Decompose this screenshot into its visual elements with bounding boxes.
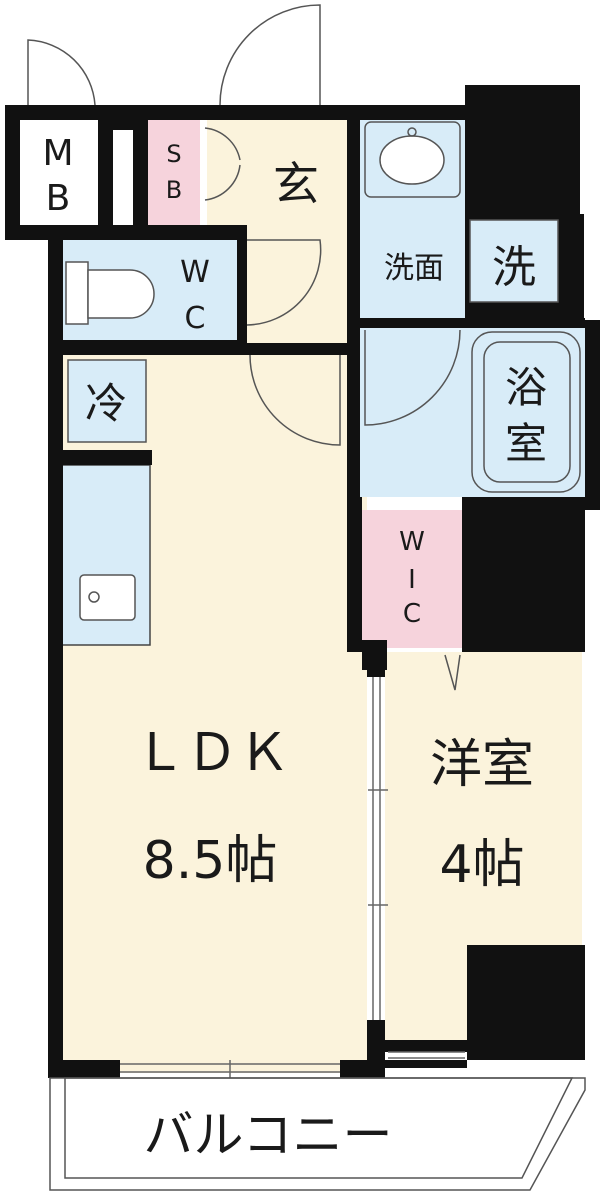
wc-label-1: W bbox=[180, 255, 210, 290]
ldk-name: ＬＤＫ bbox=[134, 723, 290, 783]
balcony-inner bbox=[64, 1077, 574, 1179]
kitchen-sink bbox=[79, 574, 136, 621]
entrance-label: 玄 bbox=[273, 157, 319, 211]
balcony bbox=[49, 1077, 586, 1191]
kitchen-drain bbox=[88, 591, 100, 603]
bath-label-1: 浴 bbox=[505, 363, 547, 412]
mb-label-1: M bbox=[42, 133, 73, 174]
bath-label-2: 室 bbox=[505, 419, 547, 468]
bath-door-swing bbox=[364, 329, 461, 426]
sb-door-swing bbox=[204, 127, 241, 201]
mb-floor bbox=[20, 120, 98, 225]
mb-label-2: B bbox=[46, 178, 71, 219]
washer-label: 洗 bbox=[492, 242, 536, 293]
toilet-tank bbox=[65, 261, 89, 325]
basin-faucet bbox=[407, 127, 417, 137]
wic-door-swing bbox=[444, 654, 461, 691]
labels: M B S B 玄 W C 洗面 洗 浴 室 冷 W I C ＬＤＫ 8.5帖 … bbox=[42, 133, 547, 1164]
sb-label-1: S bbox=[166, 140, 181, 168]
sb-label-2: B bbox=[166, 176, 182, 204]
washroom-label: 洗面 bbox=[384, 251, 444, 286]
bathtub bbox=[471, 331, 581, 493]
western-size: 4帖 bbox=[439, 835, 524, 895]
balcony-label: バルコニー bbox=[144, 1106, 393, 1164]
sb-floor bbox=[148, 120, 200, 225]
bathtub-inner bbox=[483, 341, 571, 483]
western-floor bbox=[385, 652, 582, 1040]
ldk-size: 8.5帖 bbox=[143, 831, 278, 891]
washer-space bbox=[469, 219, 559, 303]
door-swings bbox=[27, 4, 461, 691]
wc-door-swing bbox=[246, 239, 322, 326]
openings bbox=[120, 677, 465, 1078]
wic-label-2: I bbox=[408, 565, 416, 595]
wc-label-2: C bbox=[185, 301, 206, 336]
wic-label-1: W bbox=[399, 527, 425, 557]
wic-label-3: C bbox=[403, 599, 421, 629]
ldk-door-swing bbox=[249, 354, 341, 446]
toilet-bowl bbox=[87, 269, 155, 319]
basin-bowl bbox=[379, 135, 445, 185]
mb-door-swing bbox=[27, 39, 96, 106]
fixtures bbox=[65, 121, 581, 621]
wic-floor bbox=[362, 510, 462, 648]
fridge-space bbox=[67, 359, 147, 443]
fridge-label: 冷 bbox=[85, 379, 127, 428]
front-door-swing bbox=[219, 4, 321, 106]
western-name: 洋室 bbox=[430, 735, 534, 795]
